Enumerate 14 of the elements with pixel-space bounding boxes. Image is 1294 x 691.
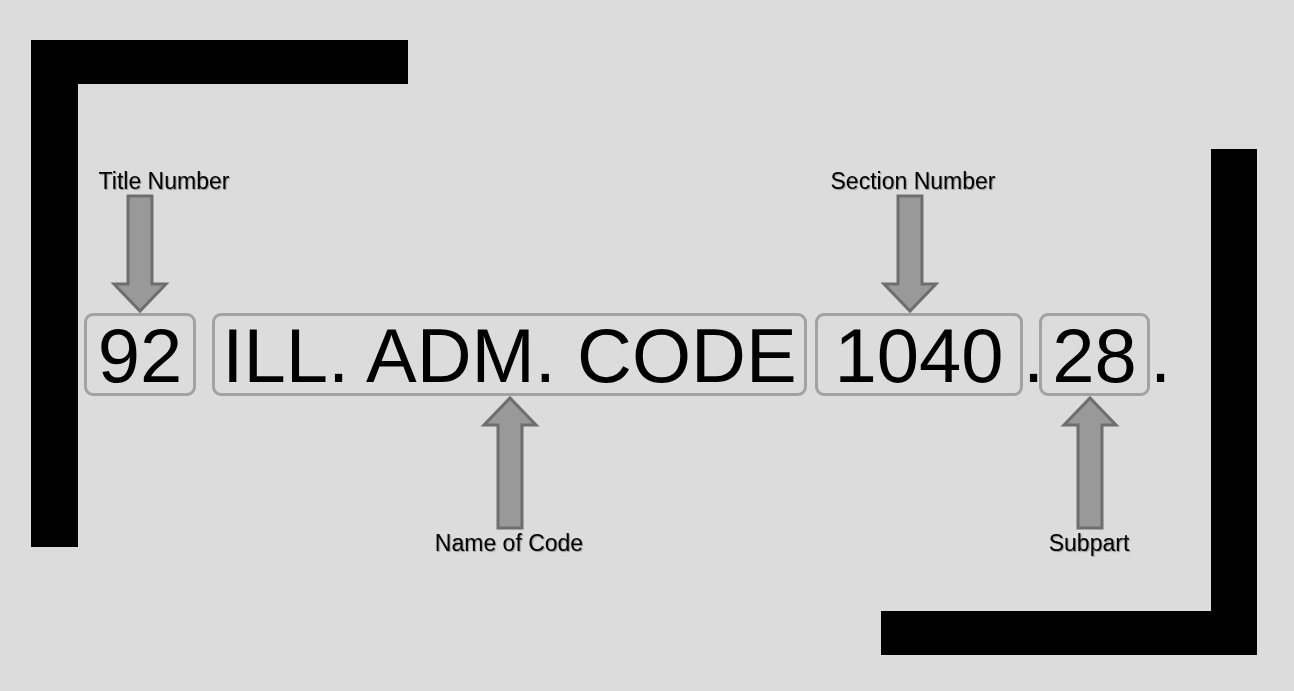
block-arrow [1060,395,1120,530]
annotation-label: Name of Code [419,530,599,556]
code-segment-box: 28 [1039,313,1150,396]
annotation-label: Subpart [1039,530,1139,556]
separator-dot: . [1023,313,1039,396]
annotation-label: Section Number [818,168,1008,194]
code-segment-box: 92 [84,313,196,396]
separator-dot: . [1150,313,1168,396]
block-arrow [880,194,940,314]
block-arrow [480,395,540,530]
code-segment-box: ILL. ADM. CODE [212,313,807,396]
code-segment-box: 1040 [815,313,1023,396]
block-arrow [110,194,170,314]
annotation-label: Title Number [88,168,240,194]
